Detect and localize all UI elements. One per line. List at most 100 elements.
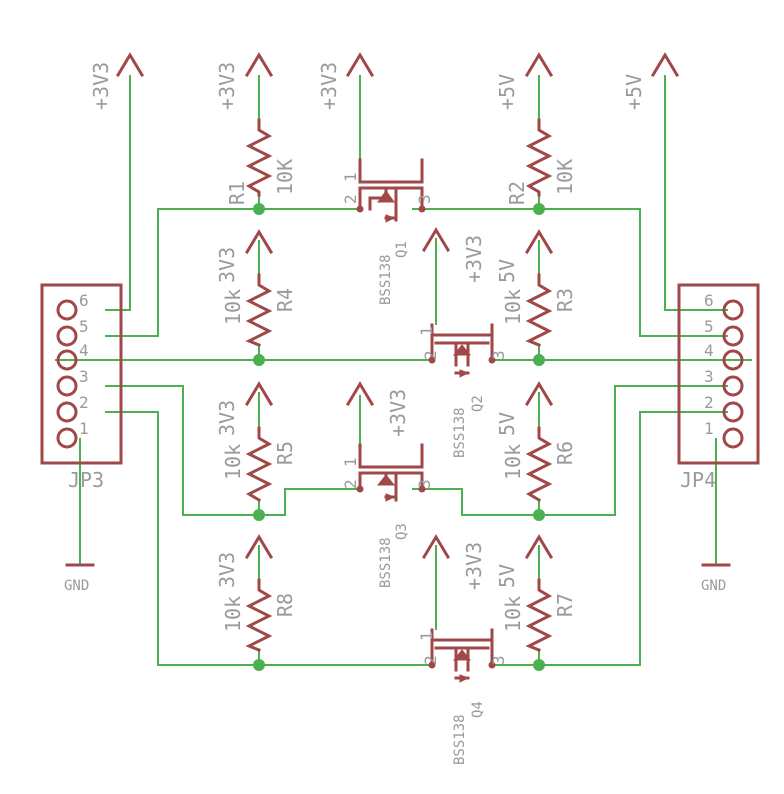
supply-arrow-icon (244, 229, 274, 255)
resistor-value: 10k (501, 596, 525, 632)
pin-number: 4 (704, 341, 714, 360)
rail-label: 5V (495, 259, 519, 283)
supply-arrow-icon (244, 534, 274, 560)
rail-label: 5V (495, 564, 519, 588)
pin-number: 1 (704, 419, 714, 438)
rail-label: +3V3 (386, 389, 410, 437)
mosfet-name: Q1 (394, 241, 410, 258)
rail-label: 3V3 (215, 400, 239, 436)
junctions (253, 203, 545, 671)
rail-label: +3V3 (462, 235, 486, 283)
resistor-icon (525, 426, 553, 503)
resistor-icon (245, 426, 273, 503)
mosfet-name: Q4 (470, 701, 486, 718)
supply-arrow-icon (524, 52, 554, 78)
mosfet-pin: 2 (341, 479, 360, 489)
connector-jp3 (40, 283, 123, 465)
supply-arrow-icon (345, 381, 375, 407)
resistor-value: 10k (221, 596, 245, 632)
mosfet-q1 (356, 158, 426, 223)
rail-label: +3V3 (215, 62, 239, 110)
junction-dot (533, 203, 545, 215)
supply-arrow-icon (244, 381, 274, 407)
junction-dot (253, 203, 265, 215)
mosfet-part: BSS138 (378, 254, 394, 305)
supply-arrow-icon (524, 534, 554, 560)
resistor-name: R4 (273, 288, 297, 312)
junction-dot (533, 509, 545, 521)
mosfet-q4 (428, 628, 496, 683)
jp4-label: JP4 (680, 468, 716, 492)
supply-arrow-icon (421, 534, 451, 560)
mosfet-q3 (356, 443, 426, 502)
mosfet-part-name: Q3 (394, 523, 410, 540)
resistor-icon (525, 578, 553, 652)
pin-number: 6 (704, 291, 714, 310)
mosfet-pin: 3 (415, 194, 434, 204)
resistor-value: 10k (501, 444, 525, 480)
resistor-name: R3 (553, 288, 577, 312)
rail-label: +3V3 (89, 62, 113, 110)
resistor-name: R8 (273, 593, 297, 617)
mosfet-pin: 2 (341, 194, 360, 204)
mosfet-pin: 2 (421, 655, 440, 665)
resistor-value: 10k (221, 289, 245, 325)
mosfet-q2 (428, 323, 496, 378)
pin-number: 3 (79, 367, 89, 386)
supply-arrow-icon (524, 229, 554, 255)
resistor-icon (245, 118, 273, 197)
resistor-icon (525, 118, 553, 197)
mosfet-part: BSS138 (452, 407, 468, 458)
mosfet-name: Q2 (470, 395, 486, 412)
pin-number: 1 (79, 419, 89, 438)
junction-dot (253, 659, 265, 671)
rail-label: +3V3 (317, 62, 341, 110)
wires (55, 75, 752, 666)
junction-dot (533, 354, 545, 366)
junction-dot (253, 354, 265, 366)
junction-dot (533, 659, 545, 671)
mosfet-part: BSS138 (452, 714, 468, 765)
rail-label: +5V (622, 74, 646, 110)
resistor-name: R1 (225, 181, 249, 205)
supply-arrow-icon (115, 52, 145, 78)
supply-arrow-icon (421, 227, 451, 253)
rail-label: 5V (495, 412, 519, 436)
resistor-value: 10K (273, 159, 297, 195)
mosfet-pin: 1 (341, 457, 360, 467)
mosfet-pin: 2 (421, 350, 440, 360)
mosfet-pin: 1 (341, 172, 360, 182)
jp3-label: JP3 (68, 468, 104, 492)
supply-arrow-icon (345, 52, 375, 78)
pin-number: 5 (79, 317, 89, 336)
jp4-pin-numbers: 6 5 4 3 2 1 (704, 291, 714, 438)
gnd-left-label: GND (64, 578, 89, 594)
resistor-name: R7 (553, 593, 577, 617)
rail-label: +5V (495, 74, 519, 110)
supply-arrow-icon (650, 52, 680, 78)
pin-number: 2 (704, 393, 714, 412)
rail-label: +3V3 (462, 542, 486, 590)
resistor-icon (245, 578, 273, 652)
resistor-value: 10K (553, 159, 577, 195)
gnd-right-label: GND (701, 578, 726, 594)
pin-number: 2 (79, 393, 89, 412)
mosfet-pin: 3 (489, 350, 508, 360)
mosfet-pin: 1 (417, 326, 436, 336)
rail-label: 3V3 (215, 552, 239, 588)
mosfet-pin: 1 (417, 631, 436, 641)
resistor-icon (525, 273, 553, 347)
resistor-icon (245, 273, 273, 347)
pin-number: 5 (704, 317, 714, 336)
resistor-value: 10k (501, 289, 525, 325)
resistor-name: R5 (273, 441, 297, 465)
resistor-symbols (245, 118, 553, 652)
resistor-name: R2 (505, 181, 529, 205)
supply-arrow-icon (524, 381, 554, 407)
jp3-pin-numbers: 6 5 4 3 2 1 (79, 291, 89, 438)
mosfet-pin: 3 (415, 479, 434, 489)
mosfet-pin: 3 (489, 655, 508, 665)
pin-number: 6 (79, 291, 89, 310)
pin-number: 3 (704, 367, 714, 386)
